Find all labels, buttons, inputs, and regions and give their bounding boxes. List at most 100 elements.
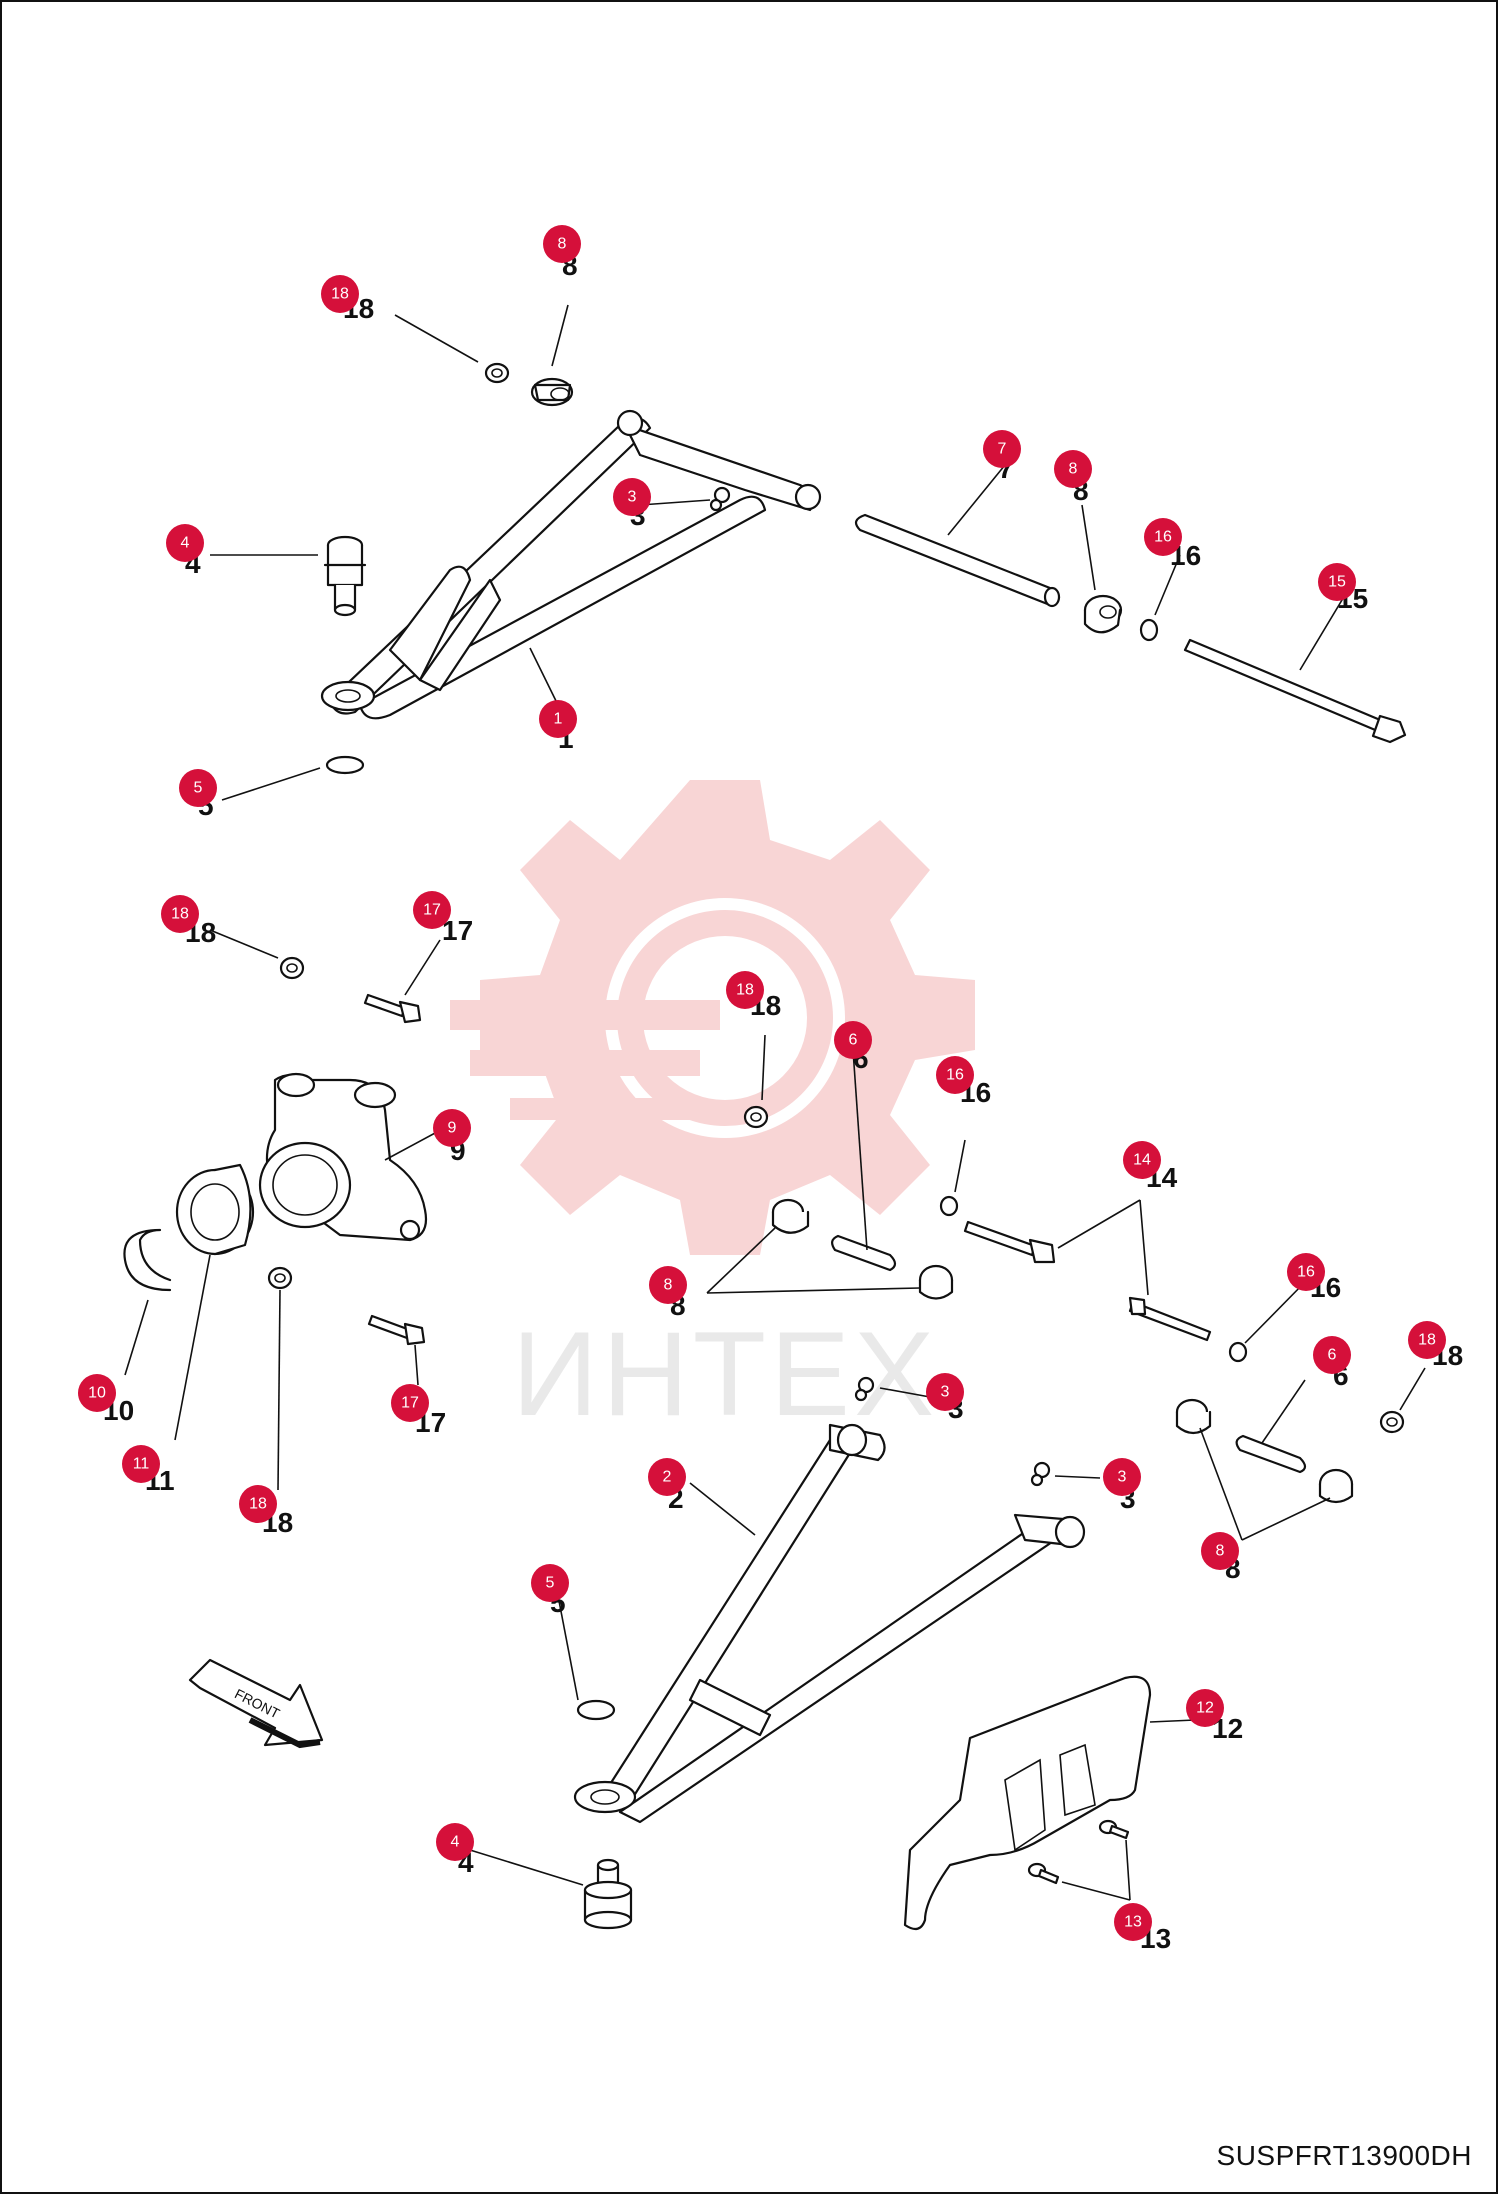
callout-badge: 10: [78, 1374, 116, 1412]
callout-circle: [391, 1384, 429, 1422]
callout-circle: [1054, 450, 1092, 488]
callout-badge: 13: [1114, 1903, 1152, 1941]
skid-plate: [903, 1675, 1152, 1931]
callout-circle: [1287, 1253, 1325, 1291]
callout-circle: [122, 1445, 160, 1483]
callout-badge: 14: [1123, 1141, 1161, 1179]
callout-number: 17: [423, 902, 441, 919]
knuckle-bolt-upper: [363, 993, 422, 1024]
lower-pivot-bolt-rear: [1128, 1296, 1212, 1342]
callout-circle: [78, 1374, 116, 1412]
callout-badge: 3: [1103, 1458, 1141, 1496]
callout-badge: 8: [1054, 450, 1092, 488]
right-upper-bushing: [1083, 594, 1123, 634]
lower-circlip: [576, 1699, 616, 1721]
drawing-code: SUSPFRT13900DH: [1216, 2140, 1472, 2171]
callout-badge: 5: [179, 769, 217, 807]
callout-number: 12: [1196, 1700, 1214, 1717]
callout-circle: [161, 895, 199, 933]
callout-badge: 8: [649, 1266, 687, 1304]
knuckle-bolt-lower: [367, 1314, 426, 1346]
callout-circle: [1201, 1532, 1239, 1570]
callout-circle: [1103, 1458, 1141, 1496]
callout-number: 8: [664, 1277, 673, 1294]
lower-rear-bushing-b: [1318, 1468, 1354, 1504]
callout-badge: 16: [1144, 518, 1182, 556]
callout-circle: [726, 971, 764, 1009]
callout-number: 18: [1418, 1332, 1436, 1349]
callout-badge: 5: [531, 1564, 569, 1602]
callout-badge: 8: [1201, 1532, 1239, 1570]
callout-badge: 4: [436, 1823, 474, 1861]
callout-number: 16: [1154, 529, 1172, 546]
steering-knuckle: [258, 1072, 428, 1242]
lower-front-bushing-a: [771, 1198, 810, 1234]
callout-number: 18: [171, 906, 189, 923]
callout-circle: [1144, 518, 1182, 556]
long-pivot-bolt: [1183, 638, 1407, 744]
watermark-text: ИНТЕХ: [512, 1307, 938, 1441]
callout-number: 3: [628, 489, 637, 506]
callout-number: 3: [941, 1384, 950, 1401]
callout-number: 18: [249, 1496, 267, 1513]
callout-badge: 16: [1287, 1253, 1325, 1291]
callout-circle: [834, 1021, 872, 1059]
callout-circle: [926, 1373, 964, 1411]
pivot-tube: [854, 513, 1061, 608]
wheel-bearing: [175, 1163, 255, 1256]
callout-badge: 6: [1313, 1336, 1351, 1374]
callout-badge: 18: [1408, 1321, 1446, 1359]
watermark-gear-logo: ИНТЕХ: [450, 780, 975, 1441]
callout-circle: [649, 1266, 687, 1304]
callout-number: 2: [663, 1469, 672, 1486]
lower-rear-nut: [1379, 1410, 1405, 1434]
callout-number: 9: [448, 1120, 457, 1137]
front-direction-arrow: FRONT: [188, 1658, 324, 1749]
callout-badge: 9: [433, 1109, 471, 1147]
callout-badge: 18: [239, 1485, 277, 1523]
callout-badge: 7: [983, 430, 1021, 468]
lower-a-arm: [573, 1423, 1086, 1824]
callout-circle: [179, 769, 217, 807]
callout-circle: [1313, 1336, 1351, 1374]
lower-pivot-bolt-front: [963, 1220, 1056, 1264]
callout-badge: 3: [613, 478, 651, 516]
callout-badge: 11: [122, 1445, 160, 1483]
lower-front-bushing-b: [918, 1264, 954, 1300]
callout-badge: 12: [1186, 1689, 1224, 1727]
upper-a-arm: [320, 409, 822, 720]
callout-number: 16: [1297, 1264, 1315, 1281]
callout-circle: [1114, 1903, 1152, 1941]
callout-badge: 15: [1318, 563, 1356, 601]
callout-circle: [531, 1564, 569, 1602]
skid-plate-screw-lower: [1027, 1862, 1060, 1885]
callout-number: 14: [1133, 1152, 1151, 1169]
lower-front-nut: [743, 1105, 769, 1129]
callout-number: 5: [194, 780, 203, 797]
knuckle-nut-upper: [279, 956, 305, 980]
lower-grease-fitting-rear: [1030, 1461, 1051, 1487]
callout-circle: [936, 1056, 974, 1094]
callout-number: 1: [554, 711, 563, 728]
callout-circle: [543, 225, 581, 263]
callout-number: 3: [1118, 1469, 1127, 1486]
callout-number: 18: [331, 286, 349, 303]
leader-lines: [124, 304, 1426, 1901]
callout-number: 6: [849, 1032, 858, 1049]
callout-badge: 8: [543, 225, 581, 263]
callout-badge: 18: [161, 895, 199, 933]
callout-badge: 16: [936, 1056, 974, 1094]
callout-badge: 1: [539, 700, 577, 738]
callout-circle: [539, 700, 577, 738]
callout-number: 4: [451, 1834, 460, 1851]
callout-number: 13: [1124, 1914, 1142, 1931]
callout-badge: 18: [726, 971, 764, 1009]
callout-circle: [1318, 563, 1356, 601]
callout-badge: 6: [834, 1021, 872, 1059]
lower-rear-sleeve: [1235, 1434, 1307, 1474]
callout-number: 5: [546, 1575, 555, 1592]
callout-badge: 2: [648, 1458, 686, 1496]
